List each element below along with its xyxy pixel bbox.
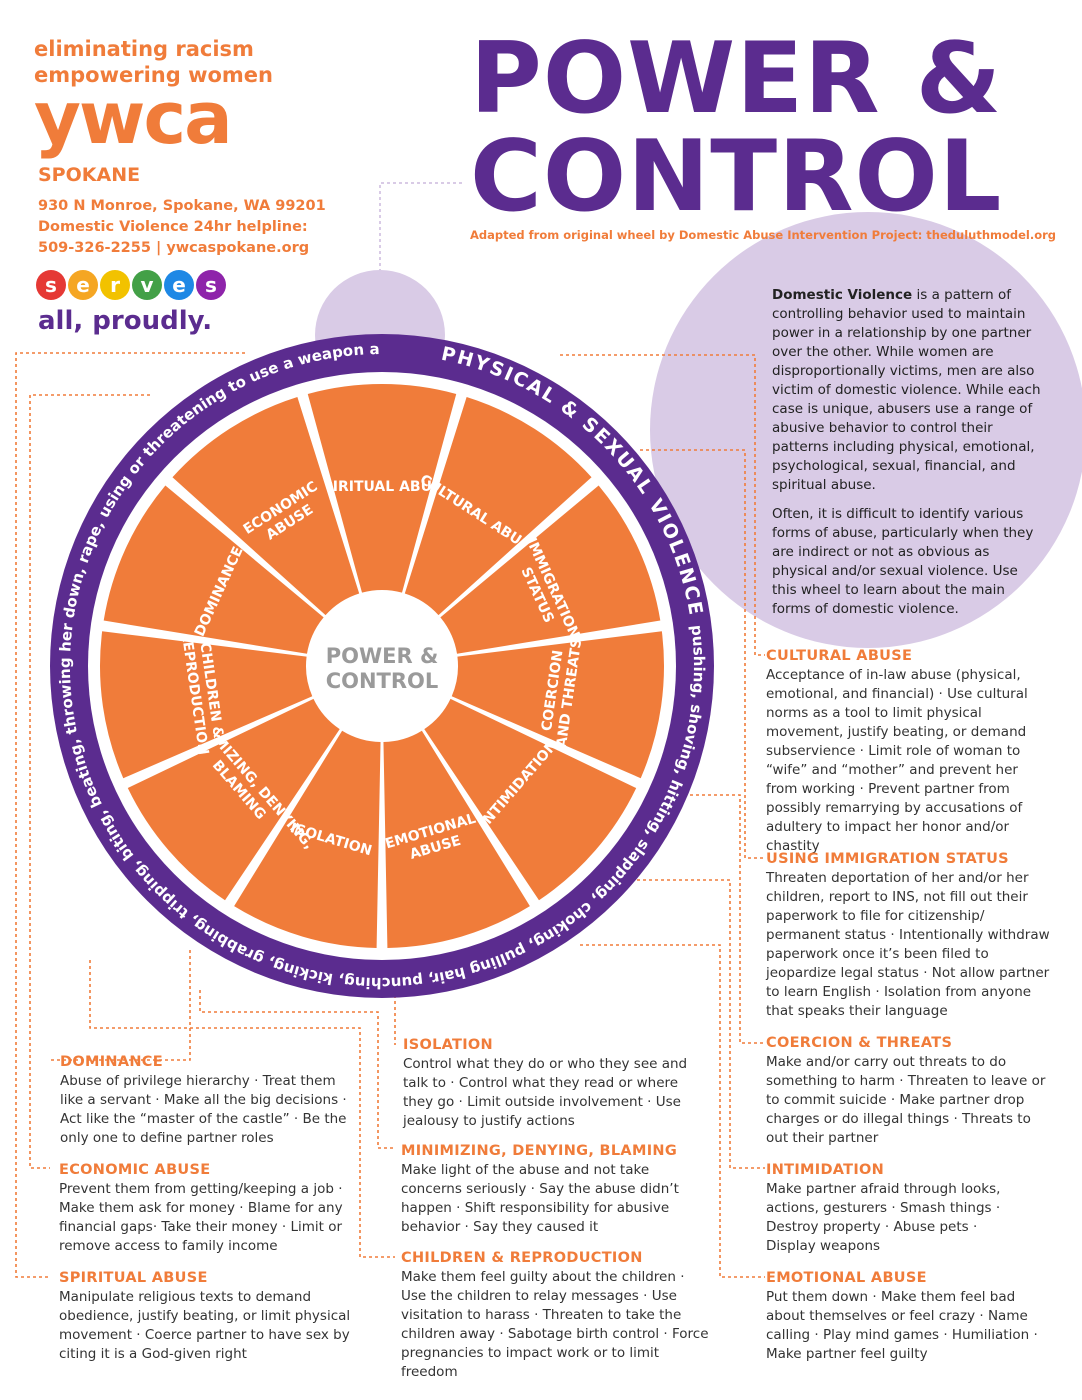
intro-paragraph-1: Domestic Violence is a pattern of contro… bbox=[772, 286, 1042, 495]
section-coercion: COERCION & THREATS Make and/or carry out… bbox=[766, 1034, 1046, 1148]
proudly-text: all, proudly. bbox=[38, 306, 213, 336]
tagline-line-2: empowering women bbox=[34, 63, 273, 87]
wheel-segment bbox=[440, 485, 661, 654]
wheel-segment bbox=[424, 698, 637, 901]
section-dominance-title: DOMINANCE bbox=[60, 1054, 163, 1070]
wheel-segment bbox=[103, 485, 324, 654]
ywca-logo: ywca bbox=[34, 76, 233, 160]
wheel-segment bbox=[451, 631, 664, 779]
wheel-segment bbox=[127, 698, 340, 901]
section-intimidation: INTIMIDATION Make partner afraid through… bbox=[766, 1161, 1011, 1256]
title-line-1: POWER & bbox=[470, 22, 1003, 136]
section-emotional: EMOTIONAL ABUSE Put them down · Make the… bbox=[766, 1269, 1046, 1364]
hub-label-2: CONTROL bbox=[326, 669, 439, 693]
intro-bold: Domestic Violence bbox=[772, 287, 913, 303]
section-dominance-text: Abuse of privilege hierarchy · Treat the… bbox=[60, 1073, 347, 1146]
section-isolation-text: Control what they do or who they see and… bbox=[403, 1056, 688, 1129]
section-spiritual-title: SPIRITUAL ABUSE bbox=[59, 1270, 208, 1286]
section-economic: ECONOMIC ABUSE Prevent them from getting… bbox=[59, 1161, 349, 1256]
phone-and-website: 509-326-2255 | ywcaspokane.org bbox=[38, 240, 310, 256]
section-immigration: USING IMMIGRATION STATUS Threaten deport… bbox=[766, 850, 1051, 1021]
wheel-segment bbox=[234, 730, 381, 948]
serves-letter: r bbox=[100, 270, 130, 300]
tagline-line-1: eliminating racism bbox=[34, 37, 254, 61]
wheel-segment bbox=[404, 396, 592, 616]
section-cultural-text: Acceptance of in-law abuse (physical, em… bbox=[766, 667, 1028, 854]
section-isolation: ISOLATION Control what they do or who th… bbox=[403, 1036, 693, 1131]
section-minimizing-text: Make light of the abuse and not take con… bbox=[401, 1162, 679, 1235]
section-coercion-title: COERCION & THREATS bbox=[766, 1035, 953, 1051]
intro-bubble bbox=[650, 212, 1082, 648]
section-intimidation-title: INTIMIDATION bbox=[766, 1162, 885, 1178]
section-dominance: DOMINANCE Abuse of privilege hierarchy ·… bbox=[60, 1053, 350, 1148]
hub-label-1: POWER & bbox=[326, 644, 439, 668]
wheel-segment bbox=[172, 396, 360, 616]
contact-block: 930 N Monroe, Spokane, WA 99201 Domestic… bbox=[38, 196, 326, 259]
serves-letter: v bbox=[132, 270, 162, 300]
section-children-text: Make them feel guilty about the children… bbox=[401, 1269, 709, 1380]
connector-lines bbox=[15, 352, 765, 1278]
helpline-label: Domestic Violence 24hr helpline: bbox=[38, 219, 308, 235]
page-title: POWER & CONTROL bbox=[470, 30, 1060, 226]
wheel-segment-label: SPIRITUAL ABUSE bbox=[312, 479, 451, 495]
section-immigration-text: Threaten deportation of her and/or her c… bbox=[766, 870, 1050, 1019]
section-emotional-title: EMOTIONAL ABUSE bbox=[766, 1270, 927, 1286]
section-children-title: CHILDREN & REPRODUCTION bbox=[401, 1250, 643, 1266]
section-spiritual: SPIRITUAL ABUSE Manipulate religious tex… bbox=[59, 1269, 354, 1364]
section-cultural: CULTURAL ABUSE Acceptance of in-law abus… bbox=[766, 647, 1051, 856]
serves-letter: e bbox=[164, 270, 194, 300]
wheel-segment-label-line: SPIRITUAL ABUSE bbox=[312, 479, 451, 495]
tagline: eliminating racism empowering women bbox=[34, 36, 273, 88]
wheel-segment bbox=[383, 730, 530, 948]
intro-text: Domestic Violence is a pattern of contro… bbox=[772, 286, 1042, 629]
serves-letter: s bbox=[36, 270, 66, 300]
address: 930 N Monroe, Spokane, WA 99201 bbox=[38, 198, 326, 214]
serves-letter: e bbox=[68, 270, 98, 300]
section-economic-title: ECONOMIC ABUSE bbox=[59, 1162, 211, 1178]
title-line-2: CONTROL bbox=[470, 120, 1003, 234]
section-coercion-text: Make and/or carry out threats to do some… bbox=[766, 1054, 1046, 1146]
section-cultural-title: CULTURAL ABUSE bbox=[766, 648, 913, 664]
section-isolation-title: ISOLATION bbox=[403, 1037, 493, 1053]
section-minimizing: MINIMIZING, DENYING, BLAMING Make light … bbox=[401, 1142, 691, 1237]
section-economic-text: Prevent them from getting/keeping a job … bbox=[59, 1181, 343, 1254]
section-immigration-title: USING IMMIGRATION STATUS bbox=[766, 851, 1009, 867]
city-name: SPOKANE bbox=[38, 164, 141, 186]
wheel-hub bbox=[312, 596, 452, 736]
section-spiritual-text: Manipulate religious texts to demand obe… bbox=[59, 1289, 351, 1362]
wheel-segment bbox=[100, 631, 313, 779]
wheel-segment bbox=[307, 383, 457, 593]
section-minimizing-title: MINIMIZING, DENYING, BLAMING bbox=[401, 1143, 678, 1159]
intro-paragraph-2: Often, it is difficult to identify vario… bbox=[772, 506, 1034, 617]
serves-letter: s bbox=[196, 270, 226, 300]
section-intimidation-text: Make partner afraid through looks, actio… bbox=[766, 1181, 1001, 1254]
section-children: CHILDREN & REPRODUCTION Make them feel g… bbox=[401, 1249, 711, 1382]
section-emotional-text: Put them down · Make them feel bad about… bbox=[766, 1289, 1038, 1362]
intro-p1: is a pattern of controlling behavior use… bbox=[772, 287, 1041, 493]
attribution: Adapted from original wheel by Domestic … bbox=[470, 228, 1057, 242]
